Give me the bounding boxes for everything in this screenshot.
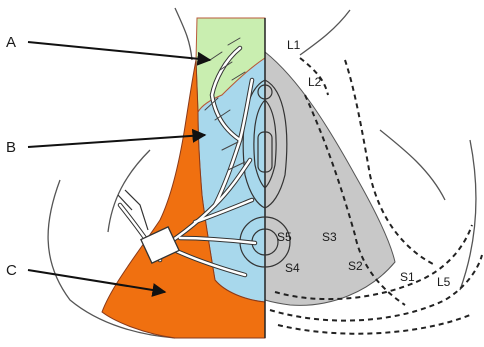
- dermatome-label-s1: S1: [400, 270, 415, 284]
- dermatome-label-s2: S2: [348, 259, 363, 273]
- dermatome-label-l2: L2: [308, 75, 322, 89]
- callout-label-b: B: [6, 139, 16, 156]
- arrow-a: [28, 42, 210, 60]
- callout-label-a: A: [6, 34, 16, 51]
- callout-label-c: C: [6, 262, 17, 279]
- dermatome-label-s3: S3: [322, 230, 337, 244]
- dermatome-label-s4: S4: [285, 261, 300, 275]
- dermatome-label-l1: L1: [287, 38, 301, 52]
- dermatome-label-s5: S5: [277, 230, 292, 244]
- dermatome-label-l5: L5: [437, 275, 451, 289]
- arrow-b: [28, 135, 205, 147]
